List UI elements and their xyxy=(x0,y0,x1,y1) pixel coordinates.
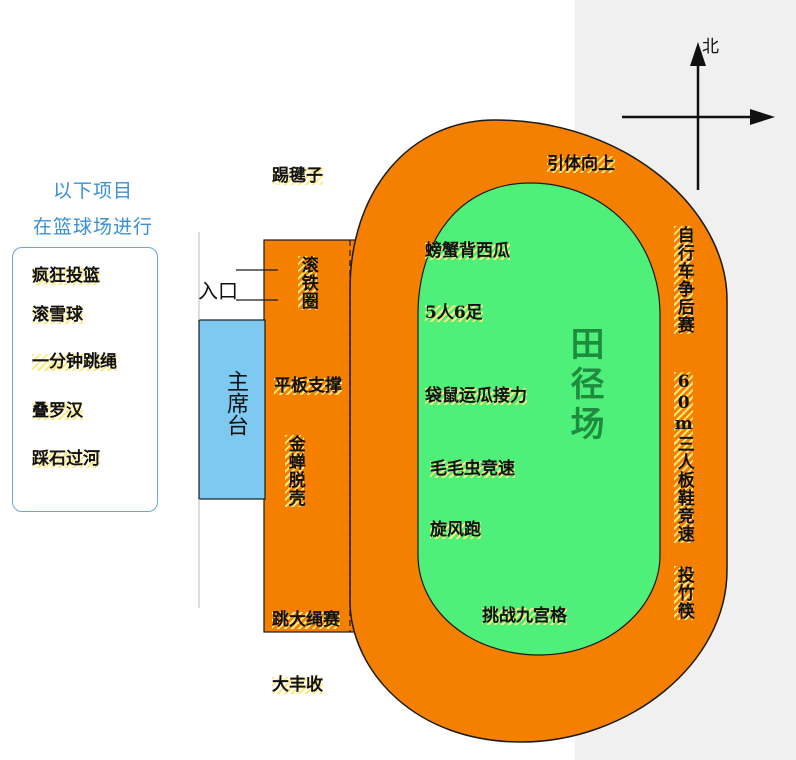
event-arrow: 投竹筷 xyxy=(673,566,694,620)
entrance-label: 入口 xyxy=(198,279,238,303)
event-jianzi: 踢毽子 xyxy=(272,166,323,186)
court-item: 叠罗汉 xyxy=(32,401,83,421)
court-item: 疯狂投篮 xyxy=(32,266,100,286)
compass-north-label: 北 xyxy=(702,37,719,57)
field-name: 田径场 xyxy=(564,326,604,446)
event-plank: 平板支撑 xyxy=(274,376,342,396)
event-harvest: 大丰收 xyxy=(272,675,323,695)
basketball-court-list xyxy=(12,247,158,512)
court-item: 一分钟跳绳 xyxy=(32,352,117,372)
event-five-six: 5人6足 xyxy=(425,303,483,323)
compass-icon xyxy=(622,42,775,190)
event-pull-up: 引体向上 xyxy=(547,154,615,174)
event-kangaroo: 袋鼠运瓜接力 xyxy=(425,386,527,406)
event-hoop: 滚铁圈 xyxy=(297,256,318,310)
court-item: 滚雪球 xyxy=(32,305,83,325)
event-long-rope: 跳大绳赛 xyxy=(272,610,340,630)
main-stand-block xyxy=(198,319,266,500)
court-note-line1: 以下项目 xyxy=(52,180,133,202)
event-crab: 螃蟹背西瓜 xyxy=(425,241,510,261)
court-item: 踩石过河 xyxy=(32,449,100,469)
event-bike: 自行车争后赛 xyxy=(673,226,694,334)
main-stand-label: 主席台 xyxy=(223,370,248,436)
event-race60: 60m三人板鞋竞速 xyxy=(673,372,694,543)
event-caterpillar: 毛毛虫竞速 xyxy=(430,459,515,479)
event-nine-grid: 挑战九宫格 xyxy=(482,606,567,626)
court-note-line2: 在篮球场进行 xyxy=(32,216,153,238)
event-cicada: 金蝉脱壳 xyxy=(284,435,305,507)
event-whirlwind: 旋风跑 xyxy=(430,520,481,540)
